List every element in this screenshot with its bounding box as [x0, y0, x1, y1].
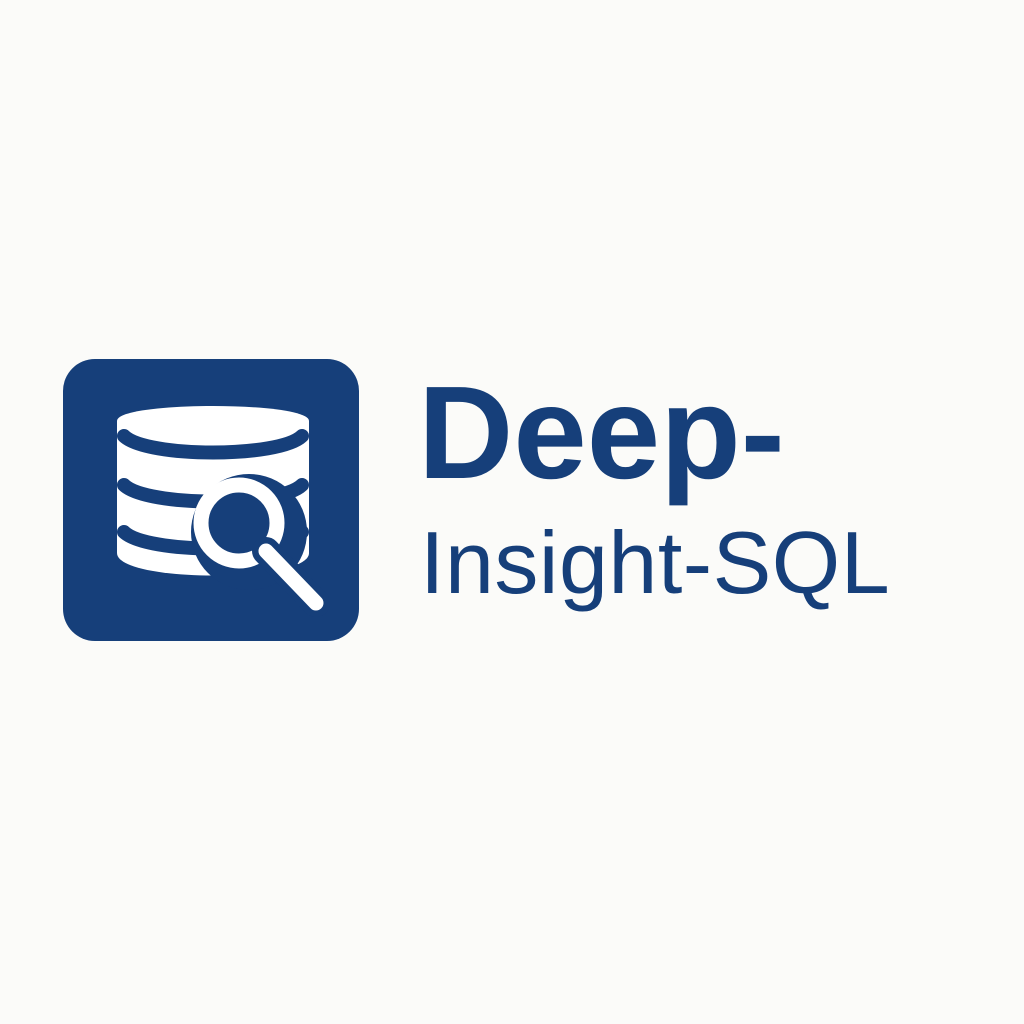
brand-name-line-1: Deep-	[418, 359, 785, 506]
database-search-icon	[63, 359, 359, 641]
brand-name-line-2: Insight-SQL	[420, 513, 891, 612]
